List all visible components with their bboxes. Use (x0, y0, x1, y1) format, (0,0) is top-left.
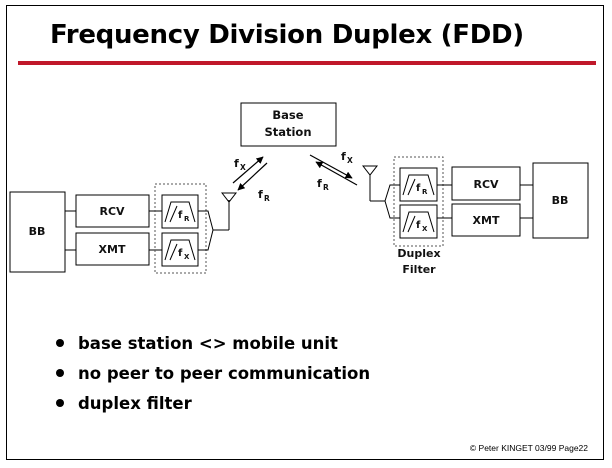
right-bb-label: BB (552, 194, 569, 207)
base-station-label-line1: Base (272, 108, 303, 122)
left-antenna-icon (220, 192, 238, 203)
right-uplink-sub: X (347, 156, 353, 165)
left-filter-r-sub: R (184, 215, 190, 223)
slide-title: Frequency Division Duplex (FDD) (50, 20, 524, 50)
bullet-text: no peer to peer communication (78, 363, 371, 383)
title-underline (18, 61, 596, 65)
left-xmt-label: XMT (99, 243, 126, 256)
right-filter-x-label: f (416, 220, 421, 231)
left-uplink-label: f (234, 157, 239, 170)
right-filter-r-shape (402, 174, 435, 196)
left-bb-box (9, 191, 66, 273)
bullet-dot (56, 339, 64, 347)
right-filter-x-sub: X (422, 225, 428, 233)
right-filter-r-label: f (416, 183, 421, 194)
right-uplink-label: f (341, 150, 346, 163)
bullet-list: base station <> mobile unit no peer to p… (56, 328, 370, 418)
right-rcv-label: RCV (473, 178, 499, 191)
base-station-box (240, 102, 337, 147)
left-downlink-label: f (258, 188, 263, 201)
right-downlink-label: f (317, 177, 322, 190)
base-station-label-line2: Station (264, 125, 311, 139)
right-filter-r-sub: R (422, 188, 428, 196)
left-filter-r-label: f (178, 210, 183, 221)
left-rcv-box (75, 194, 150, 228)
left-uplink-arrow (232, 156, 264, 184)
left-filter-x-shape (164, 239, 196, 261)
right-duplex-filter-outline (393, 156, 444, 247)
left-downlink-sub: R (264, 194, 270, 203)
right-downlink-sub: R (323, 183, 329, 192)
bullet-item: no peer to peer communication (56, 358, 370, 388)
right-duplex-label-line1: Duplex (397, 247, 440, 260)
left-duplex-filter-outline (154, 183, 207, 274)
right-rcv-box (451, 166, 521, 201)
right-antenna-feed (384, 184, 400, 219)
bullet-text: duplex filter (78, 393, 192, 413)
slide-footer: © Peter KINGET 03/99 Page22 (469, 443, 588, 453)
left-filter-x-label: f (178, 248, 183, 259)
right-xmt-box (451, 203, 521, 237)
left-rcv-label: RCV (99, 205, 125, 218)
left-xmt-box (75, 232, 150, 266)
bullet-text: base station <> mobile unit (78, 333, 338, 353)
right-duplex-label-line2: Filter (402, 263, 436, 276)
bullet-dot (56, 369, 64, 377)
right-filter-x-shape (402, 211, 435, 233)
right-xmt-label: XMT (473, 214, 500, 227)
bullet-item: base station <> mobile unit (56, 328, 370, 358)
right-uplink-arrow (315, 161, 358, 186)
left-filter-r-shape (164, 201, 196, 223)
bullet-item: duplex filter (56, 388, 370, 418)
right-bb-box (532, 162, 589, 239)
left-filter-x-sub: X (184, 253, 190, 261)
bullet-dot (56, 399, 64, 407)
left-downlink-arrow (237, 162, 268, 191)
right-downlink-arrow (309, 154, 353, 179)
right-antenna-icon (361, 165, 379, 176)
left-uplink-sub: X (240, 163, 246, 172)
left-bb-label: BB (29, 225, 46, 238)
